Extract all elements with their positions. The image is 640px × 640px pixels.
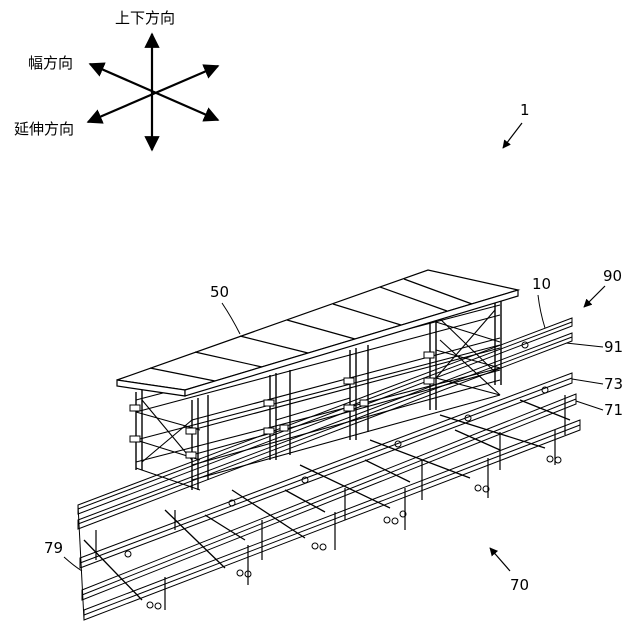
leader-10 <box>538 295 545 328</box>
long-rails <box>78 318 580 620</box>
ref-label-79: 79 <box>44 539 63 557</box>
ref-label-1: 1 <box>520 101 530 119</box>
rail-line-5 <box>84 425 580 615</box>
jack-base <box>155 603 161 609</box>
clamp <box>344 378 354 384</box>
ref-label-70: 70 <box>510 576 529 594</box>
clamp <box>264 428 274 434</box>
clamp <box>360 400 368 406</box>
structure-drawing <box>78 270 580 620</box>
ref-label-71: 71 <box>604 401 623 419</box>
jack-base <box>147 602 153 608</box>
clamp <box>264 400 274 406</box>
jack-base <box>125 551 131 557</box>
jack-base <box>384 517 390 523</box>
width-axis-arrow <box>90 64 218 120</box>
clamp <box>186 452 196 458</box>
jack-base <box>555 457 561 463</box>
jack-base <box>320 544 326 550</box>
clamp <box>186 428 196 434</box>
roof-top-surface <box>117 270 518 390</box>
jack-base <box>475 485 481 491</box>
rail-line-3 <box>80 378 572 563</box>
ref-label-50: 50 <box>210 283 229 301</box>
brace <box>142 400 192 460</box>
leader-70 <box>490 548 510 571</box>
ref-label-90: 90 <box>603 267 622 285</box>
leader-91 <box>566 343 603 347</box>
leader-50 <box>222 303 240 334</box>
ref-label-91: 91 <box>604 338 623 356</box>
jack-base <box>237 570 243 576</box>
jack-base <box>312 543 318 549</box>
extension-direction-label: 延伸方向 <box>14 120 74 138</box>
clamp <box>424 378 434 384</box>
ref-label-10: 10 <box>532 275 551 293</box>
clamp <box>344 405 354 411</box>
width-direction-label: 幅方向 <box>28 54 73 72</box>
clamp <box>130 436 140 442</box>
leader-1 <box>503 123 522 148</box>
leader-79 <box>64 557 82 571</box>
ref-label-73: 73 <box>604 375 623 393</box>
vertical-direction-label: 上下方向 <box>115 9 175 27</box>
leader-90 <box>584 286 605 307</box>
jack-base <box>392 518 398 524</box>
clamp <box>424 352 434 358</box>
leader-73 <box>572 379 603 384</box>
jack-base <box>547 456 553 462</box>
direction-indicator <box>88 34 218 150</box>
clamp <box>130 405 140 411</box>
clamp <box>280 425 288 431</box>
